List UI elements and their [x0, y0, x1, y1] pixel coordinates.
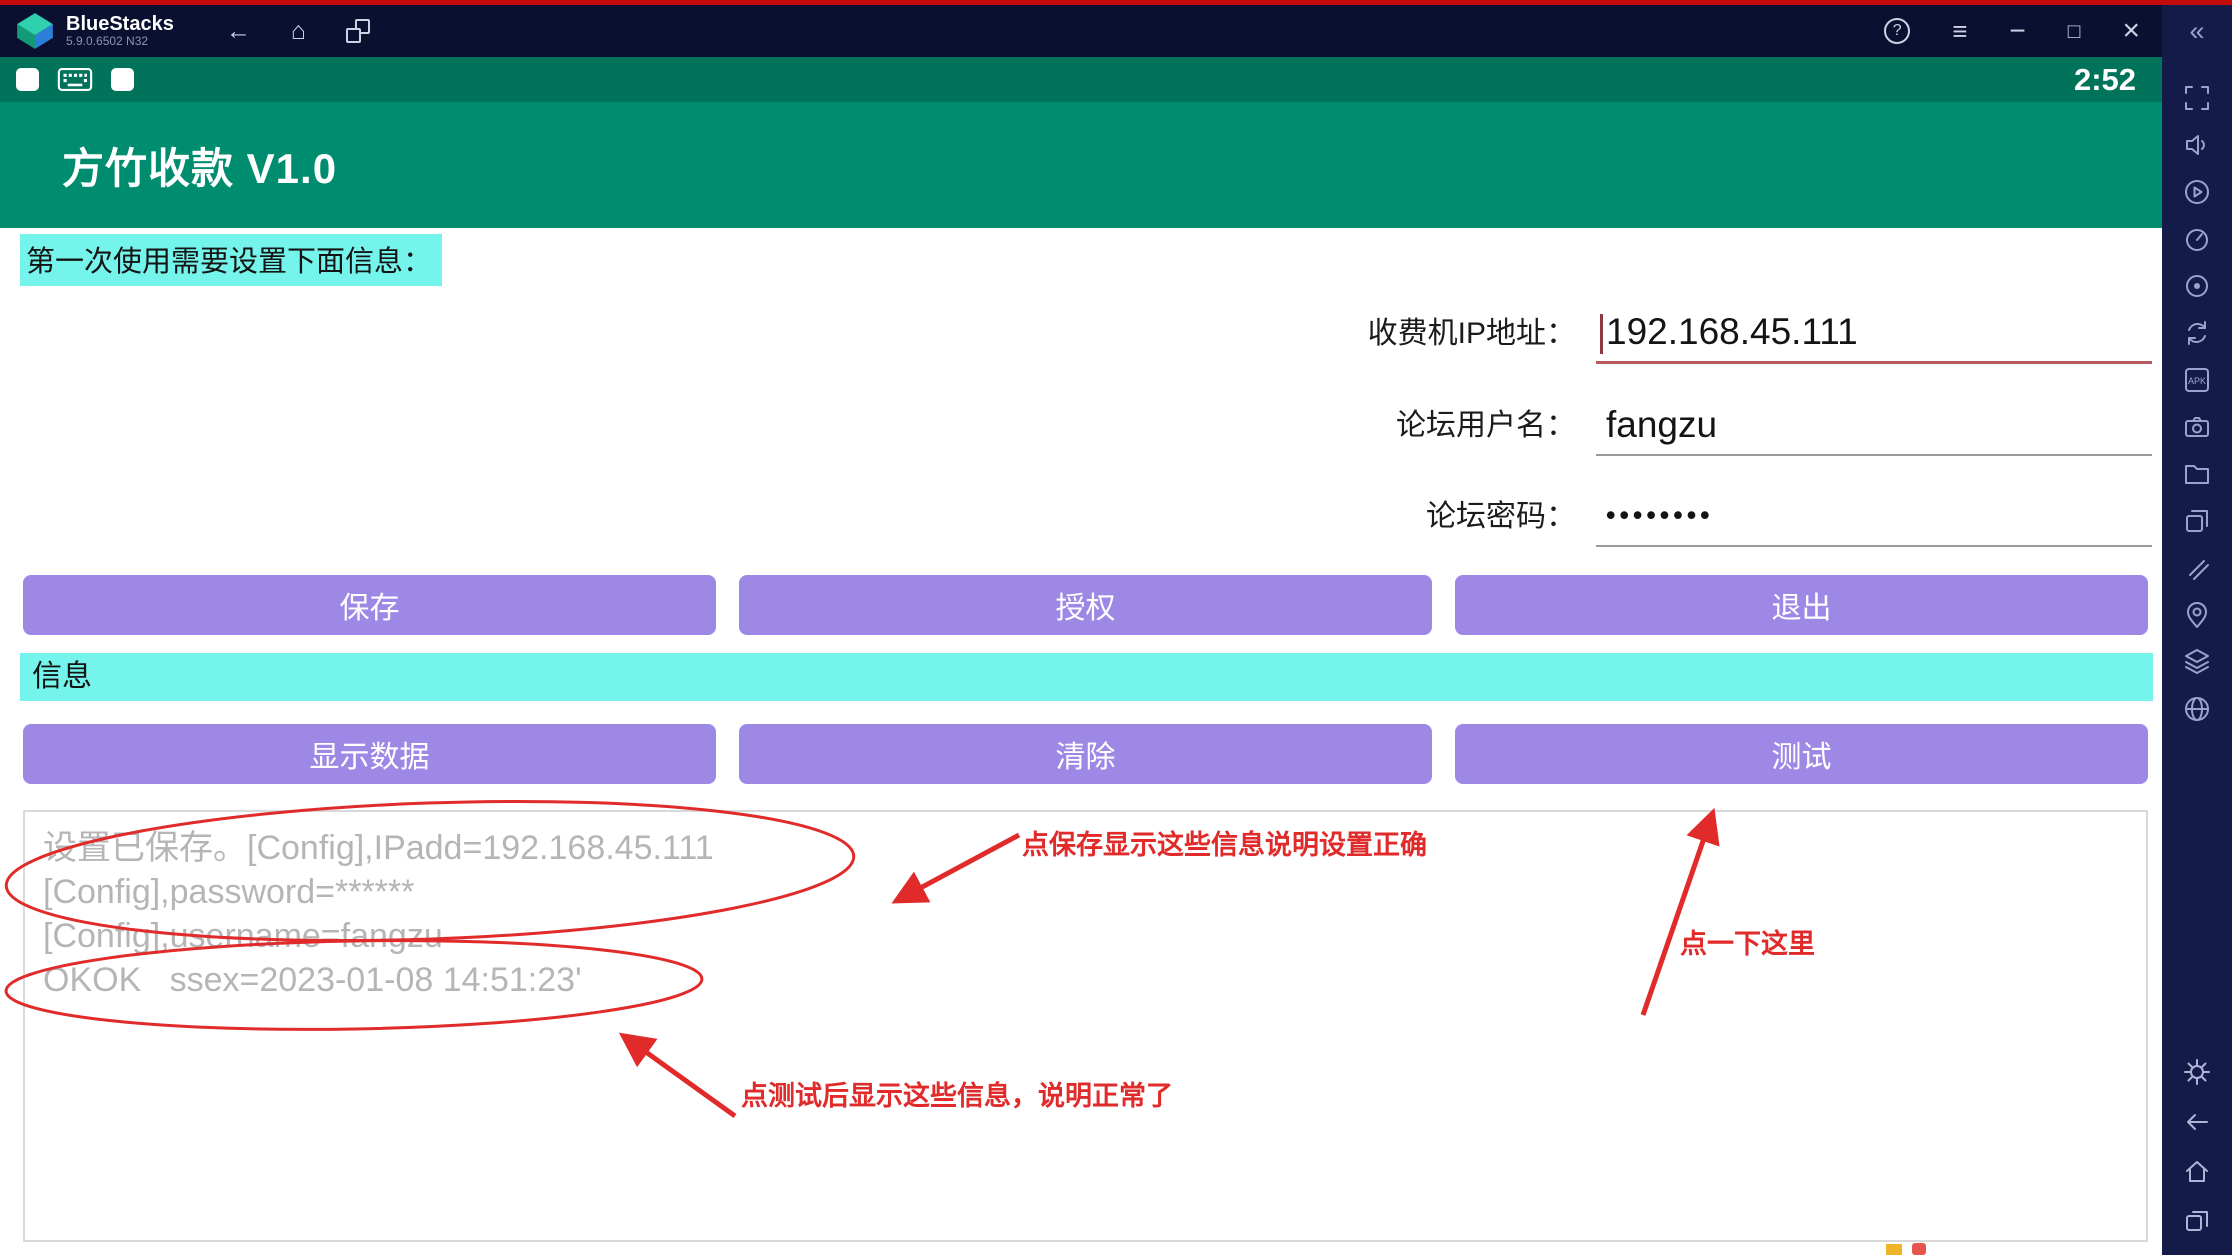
android-home-icon[interactable] — [2180, 1155, 2214, 1189]
ip-address-wrap — [1596, 309, 2152, 364]
close-icon[interactable]: × — [2122, 14, 2140, 47]
show-data-button[interactable]: 显示数据 — [23, 724, 716, 784]
setup-notice: 第一次使用需要设置下面信息： — [20, 234, 443, 286]
ip-address-label: 收费机IP地址： — [1367, 317, 1576, 350]
brand-version: 5.9.0.6502 N32 — [66, 34, 149, 49]
apk-label: APK — [2188, 376, 2206, 386]
taskbar-peek-icon-2 — [1912, 1243, 1926, 1255]
brand-name: BlueStacks — [66, 13, 174, 36]
output-line: OKOK ssex=2023-01-08 14:51:23' — [43, 961, 582, 999]
volume-icon[interactable] — [2180, 128, 2214, 162]
form-row-ip: 收费机IP地址： — [1368, 300, 2152, 364]
username-wrap — [1596, 402, 2152, 456]
sidebar-collapse-icon[interactable]: « — [2189, 15, 2205, 46]
minimize-icon[interactable]: − — [2009, 15, 2026, 46]
button-row-2: 显示数据 清除 测试 — [23, 724, 2148, 784]
output-line: [Config],password=****** — [43, 873, 415, 911]
menu-icon[interactable]: ≡ — [1952, 16, 1968, 46]
username-field[interactable] — [1596, 402, 2152, 456]
test-button[interactable]: 测试 — [1455, 724, 2148, 784]
location-icon[interactable] — [2180, 598, 2214, 632]
back-icon[interactable]: ← — [225, 16, 251, 45]
annotation-note-test: 点测试后显示这些信息，说明正常了 — [741, 1081, 1173, 1111]
password-field[interactable] — [1596, 498, 2152, 547]
window-top-border — [0, 0, 2232, 5]
bluestacks-sidebar: « APK — [2162, 5, 2232, 1255]
android-status-bar: 2:52 — [0, 57, 2162, 102]
save-button[interactable]: 保存 — [23, 575, 716, 635]
output-line: [Config],username=fangzu — [43, 917, 443, 955]
clear-button[interactable]: 清除 — [739, 724, 1432, 784]
multi-window-square-front — [345, 28, 361, 43]
password-wrap — [1596, 498, 2152, 547]
form-row-password: 论坛密码： — [1426, 483, 2152, 547]
performance-icon[interactable] — [2180, 222, 2214, 256]
status-square-icon-2 — [111, 68, 134, 91]
help-icon[interactable]: ? — [1884, 18, 1911, 44]
rotate-icon[interactable] — [2180, 316, 2214, 350]
settings-gear-icon[interactable] — [2180, 1055, 2214, 1089]
status-square-icon — [16, 68, 39, 91]
window-controls: ? ≡ − □ × — [1884, 16, 2140, 46]
app-content: 第一次使用需要设置下面信息： 收费机IP地址： 论坛用户名： 论坛密码： 保存 … — [0, 228, 2162, 1255]
sidebar-bottom — [2180, 1055, 2214, 1255]
macro-icon[interactable] — [2180, 551, 2214, 585]
password-label: 论坛密码： — [1426, 500, 1576, 533]
sidebar-tools: APK — [2180, 81, 2214, 726]
multi-instance-icon[interactable] — [2180, 504, 2214, 538]
exit-button[interactable]: 退出 — [1455, 575, 2148, 635]
multi-window-icon[interactable] — [345, 19, 370, 43]
install-apk-icon[interactable]: APK — [2180, 363, 2214, 397]
keyboard-icon — [57, 67, 93, 92]
fullscreen-icon[interactable] — [2180, 81, 2214, 115]
maximize-icon[interactable]: □ — [2067, 19, 2081, 43]
home-icon[interactable]: ⌂ — [290, 16, 306, 45]
bluestacks-logo-icon — [14, 10, 56, 52]
annotation-note-click: 点一下这里 — [1680, 929, 1815, 959]
status-clock: 2:52 — [2073, 61, 2136, 97]
info-section-label: 信息 — [20, 653, 2153, 701]
output-log[interactable]: 设置已保存。[Config],IPadd=192.168.45.111 [Con… — [23, 810, 2148, 1242]
username-label: 论坛用户名： — [1396, 409, 1576, 442]
page-title: 方竹收款 V1.0 — [62, 144, 338, 192]
ip-address-field[interactable] — [1596, 309, 2152, 364]
button-row-1: 保存 授权 退出 — [23, 575, 2148, 635]
titlebar: BlueStacks 5.9.0.6502 N32 ← ⌂ ? ≡ − □ × — [0, 5, 2232, 57]
text-cursor — [1600, 314, 1603, 354]
authorize-button[interactable]: 授权 — [739, 575, 1432, 635]
titlebar-nav: ← ⌂ — [225, 16, 370, 45]
media-manager-icon[interactable] — [2180, 457, 2214, 491]
annotation-note-save: 点保存显示这些信息说明设置正确 — [1022, 830, 1427, 860]
titlebar-brand: BlueStacks 5.9.0.6502 N32 — [66, 13, 174, 48]
macro-recorder-icon[interactable] — [2180, 175, 2214, 209]
record-screen-icon[interactable] — [2180, 269, 2214, 303]
android-recent-icon[interactable] — [2180, 1205, 2214, 1239]
sync-icon[interactable] — [2180, 692, 2214, 726]
taskbar-peek-icon — [1886, 1244, 1902, 1255]
multi-window-square-back — [354, 19, 370, 34]
app-header: 方竹收款 V1.0 — [0, 102, 2162, 228]
android-back-icon[interactable] — [2180, 1105, 2214, 1139]
layers-icon[interactable] — [2180, 645, 2214, 679]
form-row-username: 论坛用户名： — [1396, 392, 2152, 456]
screenshot-icon[interactable] — [2180, 410, 2214, 444]
